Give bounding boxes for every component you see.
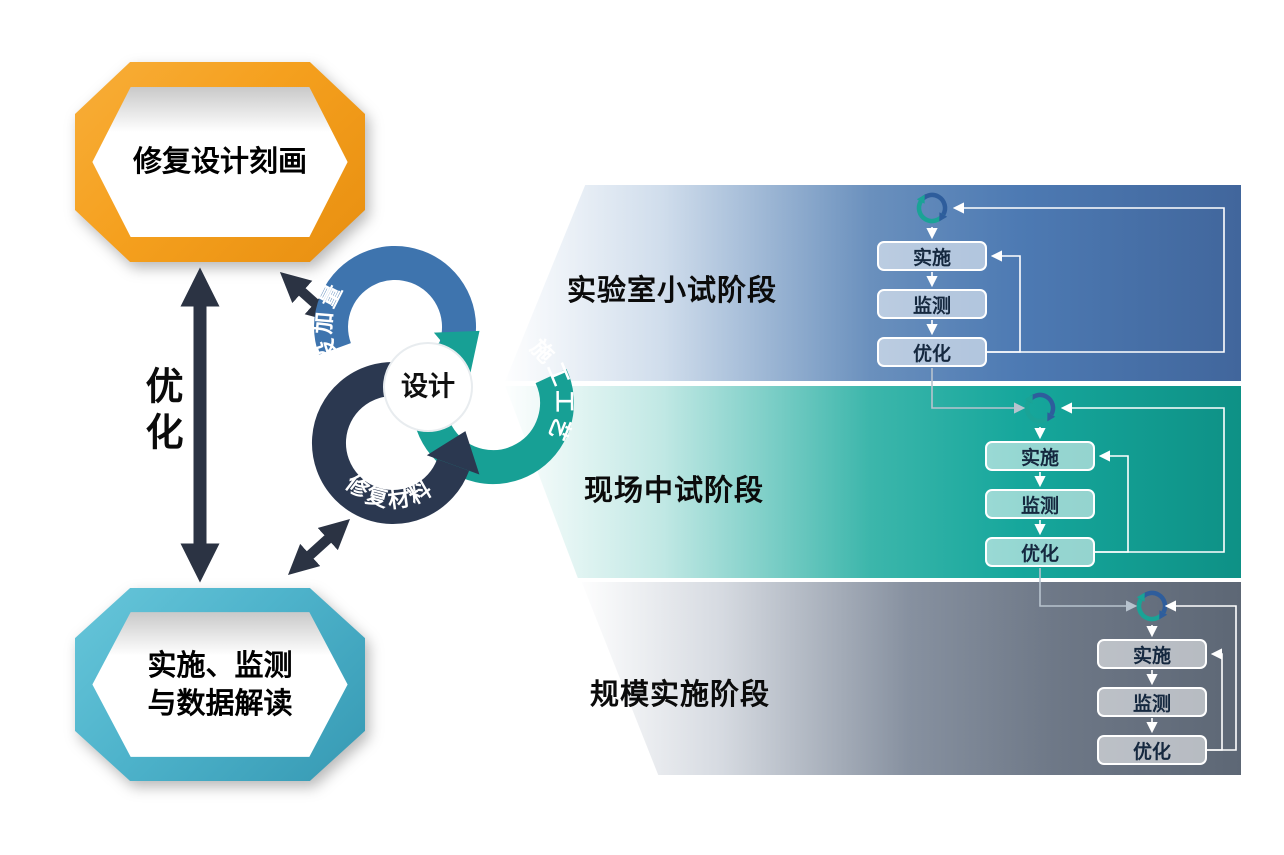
step-box-implement: 实施 bbox=[1097, 639, 1207, 669]
cycle-ring-material bbox=[311, 362, 480, 524]
step-box-monitor: 监测 bbox=[985, 489, 1095, 519]
plaque-design: 修复设计刻画 bbox=[75, 62, 365, 262]
arc-label-dosage: 投加量 bbox=[311, 278, 346, 364]
stage-label-pilot: 现场中试阶段 bbox=[584, 473, 765, 507]
plaque-implementation-label-line1: 实施、监测 bbox=[147, 647, 293, 682]
plaque-design-panel: 修复设计刻画 bbox=[92, 87, 348, 237]
plaque-implementation: 实施、监测 与数据解读 bbox=[75, 588, 365, 781]
arc-label-material: 修复材料 bbox=[340, 470, 436, 514]
svg-text:投加量: 投加量 bbox=[311, 278, 349, 364]
cycle-ring-dosage bbox=[314, 246, 477, 407]
step-box-implement: 实施 bbox=[877, 241, 987, 271]
stage-label-lab: 实验室小试阶段 bbox=[567, 273, 778, 307]
step-box-optimize: 优化 bbox=[877, 337, 987, 367]
step-box-optimize: 优化 bbox=[985, 537, 1095, 567]
step-box-monitor: 监测 bbox=[1097, 687, 1207, 717]
stage-label-scale: 规模实施阶段 bbox=[590, 677, 771, 711]
diagonal-double-arrow-bottom bbox=[287, 518, 351, 576]
plaque-design-label: 修复设计刻画 bbox=[132, 144, 307, 179]
svg-text:修复材料: 修复材料 bbox=[340, 470, 439, 514]
cycle-center-label: 设计 bbox=[401, 372, 455, 403]
step-box-monitor: 监测 bbox=[877, 289, 987, 319]
optimize-label: 优化 bbox=[139, 366, 183, 458]
cycle-center-circle bbox=[383, 342, 473, 432]
plaque-implementation-label-line2: 与数据解读 bbox=[147, 685, 293, 720]
step-box-implement: 实施 bbox=[985, 441, 1095, 471]
step-box-optimize: 优化 bbox=[1097, 735, 1207, 765]
diagonal-double-arrow-top bbox=[279, 272, 338, 323]
plaque-implementation-panel: 实施、监测 与数据解读 bbox=[92, 612, 348, 757]
